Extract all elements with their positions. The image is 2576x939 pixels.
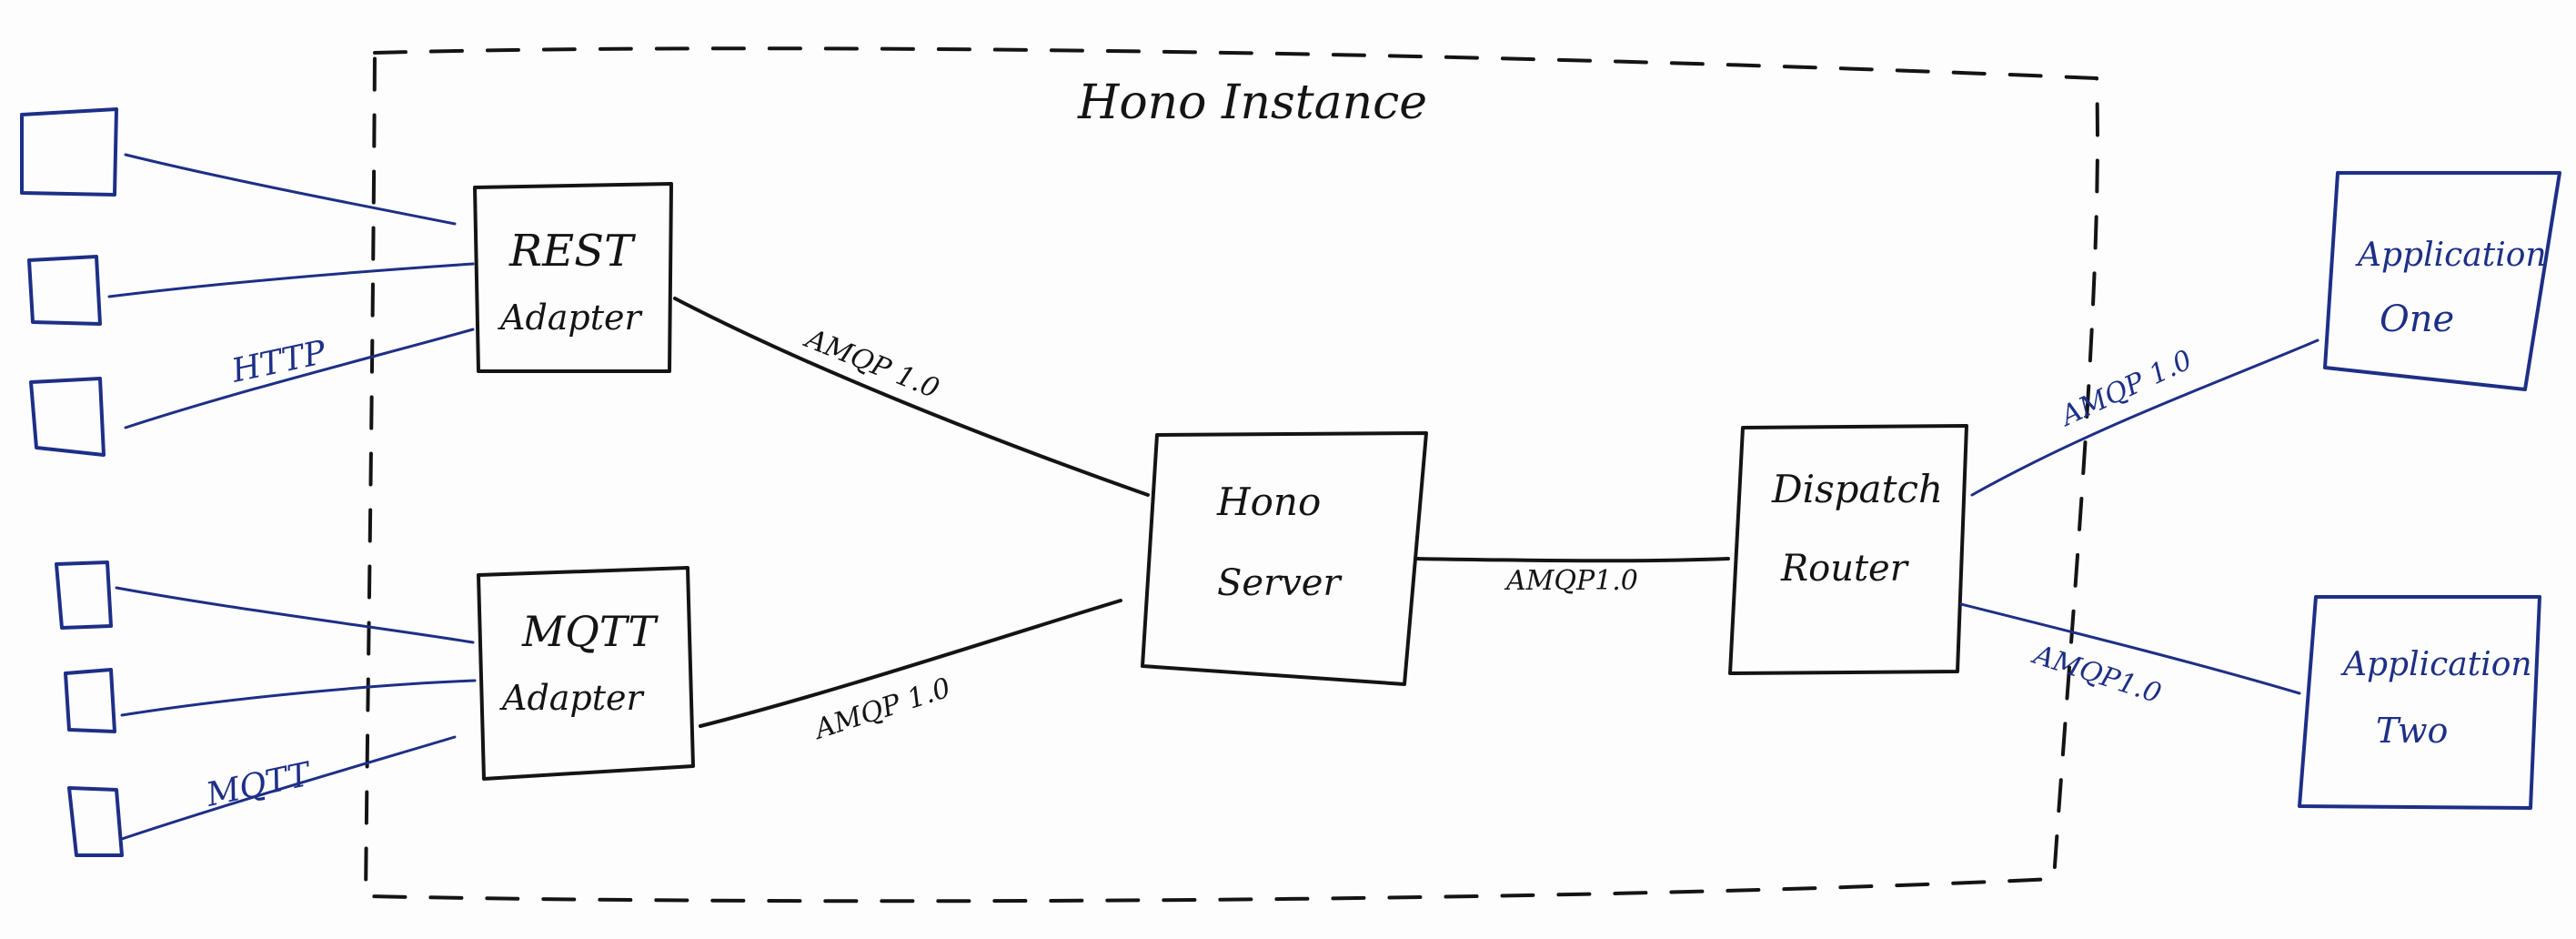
device-group-http — [20, 107, 118, 457]
application-one-label-line2: One — [2380, 298, 2454, 340]
dispatch-router-node: Dispatch Router — [1728, 424, 1968, 675]
mqtt-to-server-label: AMQP 1.0 — [809, 672, 955, 747]
mqtt-to-server-link — [699, 599, 1122, 728]
mqtt-adapter-label-line2: Adapter — [499, 678, 646, 718]
device-box — [27, 255, 102, 326]
device-box — [55, 560, 113, 630]
http-device-links — [107, 153, 475, 429]
hono-instance-boundary — [364, 46, 2099, 904]
rest-adapter-label-line1: REST — [508, 226, 636, 277]
router-to-app-two-label: AMQP1.0 — [2028, 638, 2165, 710]
application-one-node: Application One — [2323, 171, 2561, 391]
application-two-label-line1: Application — [2340, 646, 2532, 683]
hono-instance-title: Hono Instance — [1077, 76, 1427, 130]
router-to-app-two-link — [1959, 602, 2301, 695]
device-box — [29, 377, 106, 457]
hono-server-label-line1: Hono — [1216, 480, 1321, 524]
device-box — [64, 668, 116, 733]
rest-adapter-node: REST Adapter — [473, 182, 673, 373]
hono-server-label-line2: Server — [1217, 562, 1343, 604]
mqtt-device-links — [115, 586, 477, 841]
mqtt-adapter-label-line1: MQTT — [521, 607, 659, 656]
application-two-label-line2: Two — [2376, 711, 2448, 751]
rest-adapter-label-line2: Adapter — [498, 298, 644, 338]
dispatch-router-label-line1: Dispatch — [1771, 467, 1943, 511]
mqtt-adapter-node: MQTT Adapter — [477, 566, 695, 781]
application-one-label-line1: Application — [2355, 237, 2547, 274]
rest-to-server-label: AMQP 1.0 — [799, 322, 943, 405]
mqtt-protocol-label: MQTT — [202, 755, 316, 814]
hono-server-node: Hono Server — [1141, 431, 1428, 686]
device-group-mqtt — [55, 560, 124, 857]
device-box — [20, 107, 118, 197]
application-two-node: Application Two — [2298, 595, 2541, 810]
dispatch-router-label-line2: Router — [1780, 548, 1910, 590]
server-to-router-link — [1414, 557, 1730, 563]
server-to-router-label: AMQP1.0 — [1504, 565, 1638, 597]
router-to-app-one-link — [1970, 338, 2319, 497]
device-box — [67, 786, 124, 857]
rest-to-server-link — [673, 297, 1150, 497]
